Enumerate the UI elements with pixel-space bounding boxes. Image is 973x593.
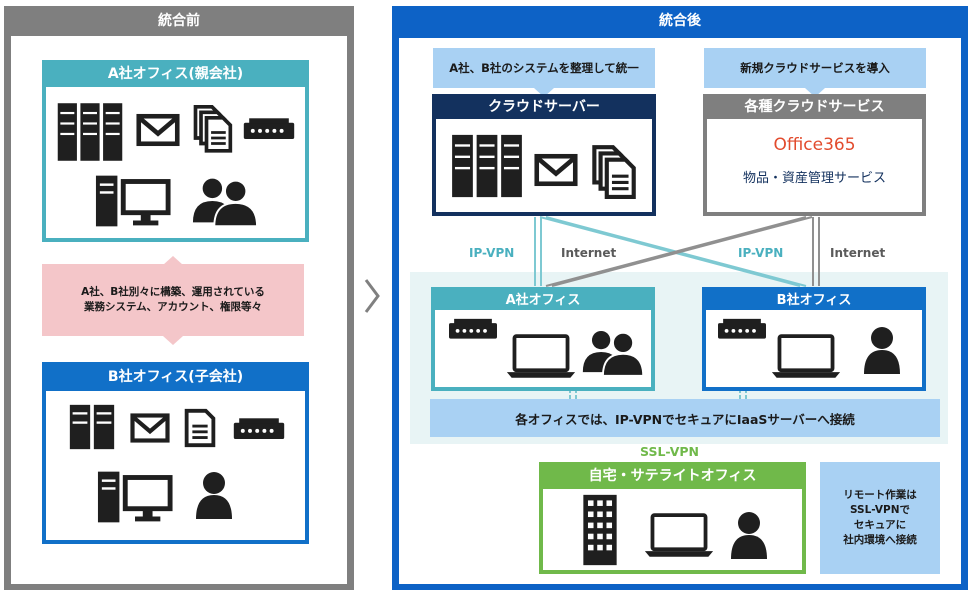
before-office-a-title: A社オフィス(親会社) [107,66,244,82]
cloud-services-box: 各種クラウドサービス Office365 物品・資産管理サービス [703,94,926,216]
label-ipvpn-left: IP-VPN [469,246,515,260]
remote-note-line4: 社内環境へ接続 [843,534,917,546]
after-office-b-body [706,310,922,387]
after-office-a: A社オフィス [431,287,655,391]
building-icon [581,493,619,567]
chevron-right-icon [364,279,380,313]
remote-note: リモート作業は SSL-VPNで セキュアに 社内環境へ接続 [820,462,940,574]
cloud-services-body: Office365 物品・資産管理サービス [707,119,922,212]
callout-unify-arrow [534,88,554,97]
before-office-a: A社オフィス(親会社) [42,60,309,242]
connect-banner: 各オフィスでは、IP-VPNでセキュアにIaaSサーバーへ接続 [430,399,940,437]
laptop-icon [770,332,842,380]
label-internet-right: Internet [830,246,886,260]
before-header: 統合前 [158,13,200,29]
cloud-services-title: 各種クラウドサービス [744,99,885,115]
after-office-a-title: A社オフィス [505,292,581,308]
note-arrow-down [163,336,183,345]
users-icon [581,326,645,378]
user-icon [862,324,902,376]
before-note: A社、B社別々に構築、運用されている 業務システム、アカウント、権限等々 [42,256,304,345]
laptop-icon [505,332,577,380]
after-office-b-title: B社オフィス [776,292,852,308]
remote-note-line2: SSL-VPNで [849,504,911,516]
remote-office: 自宅・サテライトオフィス [539,462,806,574]
before-office-b: B社オフィス(子会社) [42,362,309,544]
router-icon [716,318,768,342]
laptop-icon [643,511,715,559]
before-note-text: A社、B社別々に構築、運用されている 業務システム、アカウント、権限等々 [42,264,304,336]
remote-office-body [543,489,802,570]
remote-note-line1: リモート作業は [843,489,917,501]
label-internet-left: Internet [561,246,617,260]
before-note-line1: A社、B社別々に構築、運用されている [81,286,265,298]
cloud-service-asset-mgmt: 物品・資産管理サービス [742,171,886,186]
callout-new-cloud: 新規クラウドサービスを導入 [704,48,926,97]
before-office-a-body [46,87,305,238]
after-header: 統合後 [659,13,701,29]
router-icon [447,318,499,342]
before-note-line2: 業務システム、アカウント、権限等々 [84,301,262,313]
callout-new-cloud-arrow [805,88,825,97]
cloud-server-body [436,119,652,212]
note-arrow-up [163,256,183,265]
callout-unify-text: A社、B社のシステムを整理して統一 [449,61,639,75]
label-ipvpn-right: IP-VPN [738,246,784,260]
callout-new-cloud-text: 新規クラウドサービスを導入 [740,61,890,75]
internet-lines [545,216,820,287]
before-office-b-body [46,391,305,540]
cloud-server-title: クラウドサーバー [488,99,600,115]
remote-note-text: リモート作業は SSL-VPNで セキュアに 社内環境へ接続 [820,462,940,574]
cloud-server-box: クラウドサーバー [432,94,656,216]
callout-unify: A社、B社のシステムを整理して統一 [433,48,655,97]
remote-office-title: 自宅・サテライトオフィス [588,468,757,484]
label-sslvpn: SSL-VPN [640,444,699,459]
after-office-b: B社オフィス [702,287,926,391]
after-office-a-body [435,310,651,387]
remote-note-line3: セキュアに [853,519,907,531]
cloud-service-office365: Office365 [773,135,856,155]
before-office-b-title: B社オフィス(子会社) [107,369,244,385]
user-icon [729,509,769,561]
